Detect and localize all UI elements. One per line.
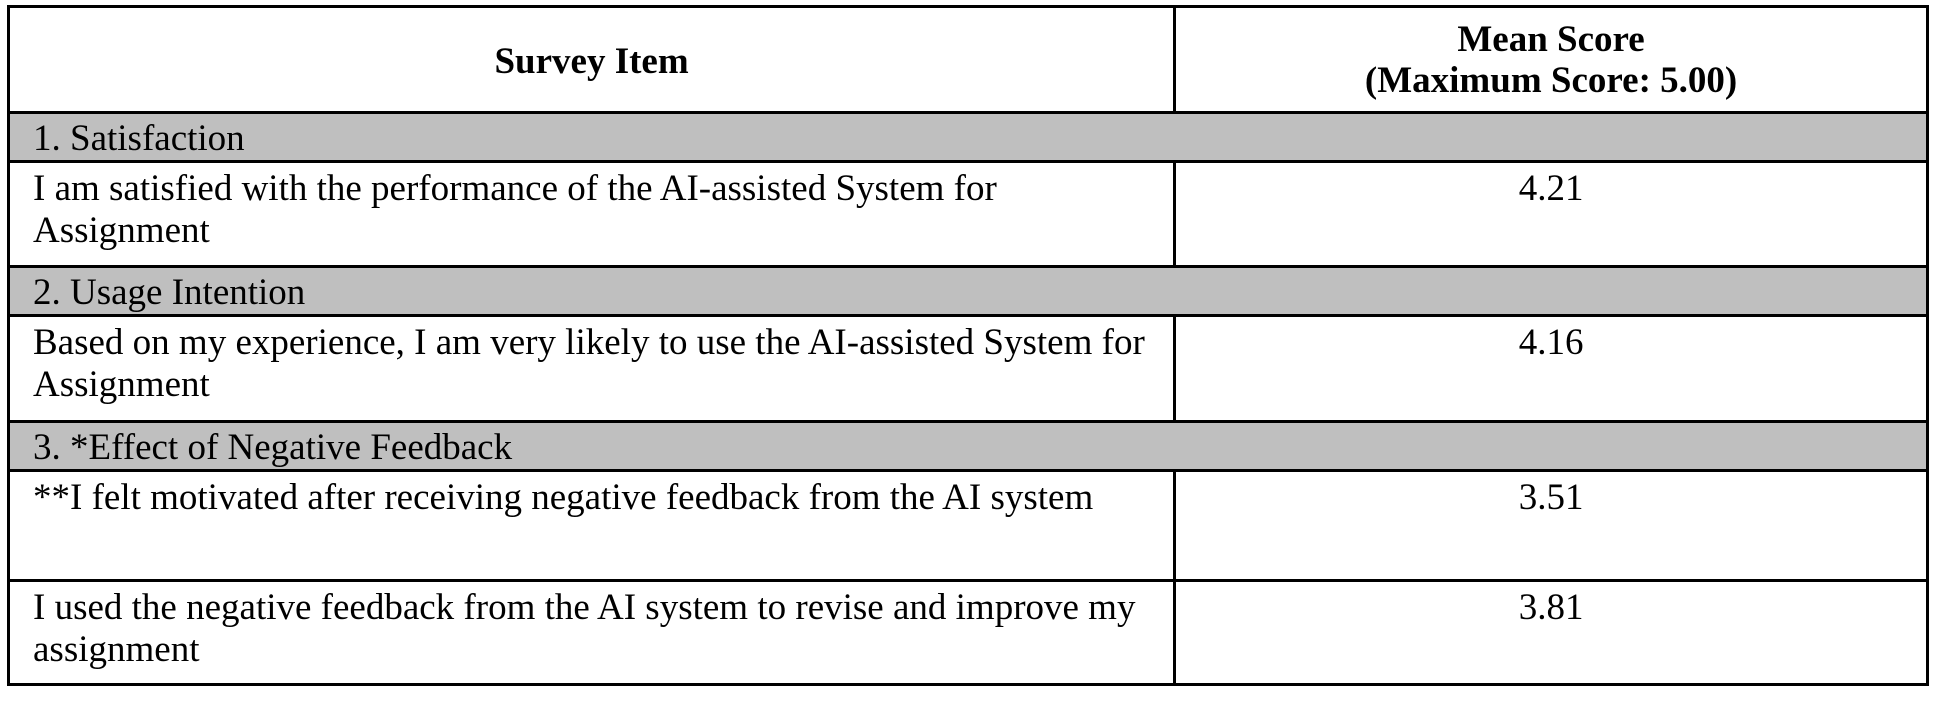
mean-score-value: 3.81 bbox=[1173, 579, 1929, 686]
table-row: Based on my experience, I am very likely… bbox=[6, 314, 1929, 423]
mean-score-value: 4.16 bbox=[1173, 314, 1929, 423]
header-mean-score-line2: (Maximum Score: 5.00) bbox=[1364, 59, 1738, 101]
survey-results-table: Survey Item Mean Score (Maximum Score: 5… bbox=[6, 5, 1929, 686]
survey-results-table-container: Survey Item Mean Score (Maximum Score: 5… bbox=[6, 5, 1929, 686]
table-row: I used the negative feedback from the AI… bbox=[6, 579, 1929, 686]
category-row-negative-feedback: 3. *Effect of Negative Feedback bbox=[7, 420, 1929, 472]
header-survey-item: Survey Item bbox=[6, 5, 1177, 114]
category-label: 2. Usage Intention bbox=[7, 265, 1929, 317]
survey-item-text: I used the negative feedback from the AI… bbox=[6, 579, 1177, 686]
category-row-satisfaction: 1. Satisfaction bbox=[7, 111, 1929, 163]
category-label: 1. Satisfaction bbox=[7, 111, 1929, 163]
category-label: 3. *Effect of Negative Feedback bbox=[7, 420, 1929, 472]
mean-score-value: 4.21 bbox=[1173, 160, 1929, 268]
survey-item-text: I am satisfied with the performance of t… bbox=[6, 160, 1177, 268]
table-header-row: Survey Item Mean Score (Maximum Score: 5… bbox=[6, 5, 1929, 114]
category-row-usage-intention: 2. Usage Intention bbox=[7, 265, 1929, 317]
survey-item-text: Based on my experience, I am very likely… bbox=[6, 314, 1177, 423]
table-row: I am satisfied with the performance of t… bbox=[6, 160, 1929, 268]
table-row: **I felt motivated after receiving negat… bbox=[6, 469, 1929, 582]
header-mean-score: Mean Score (Maximum Score: 5.00) bbox=[1173, 5, 1929, 114]
header-mean-score-line1: Mean Score bbox=[1457, 18, 1645, 60]
mean-score-value: 3.51 bbox=[1173, 469, 1929, 582]
survey-item-text: **I felt motivated after receiving negat… bbox=[6, 469, 1177, 582]
